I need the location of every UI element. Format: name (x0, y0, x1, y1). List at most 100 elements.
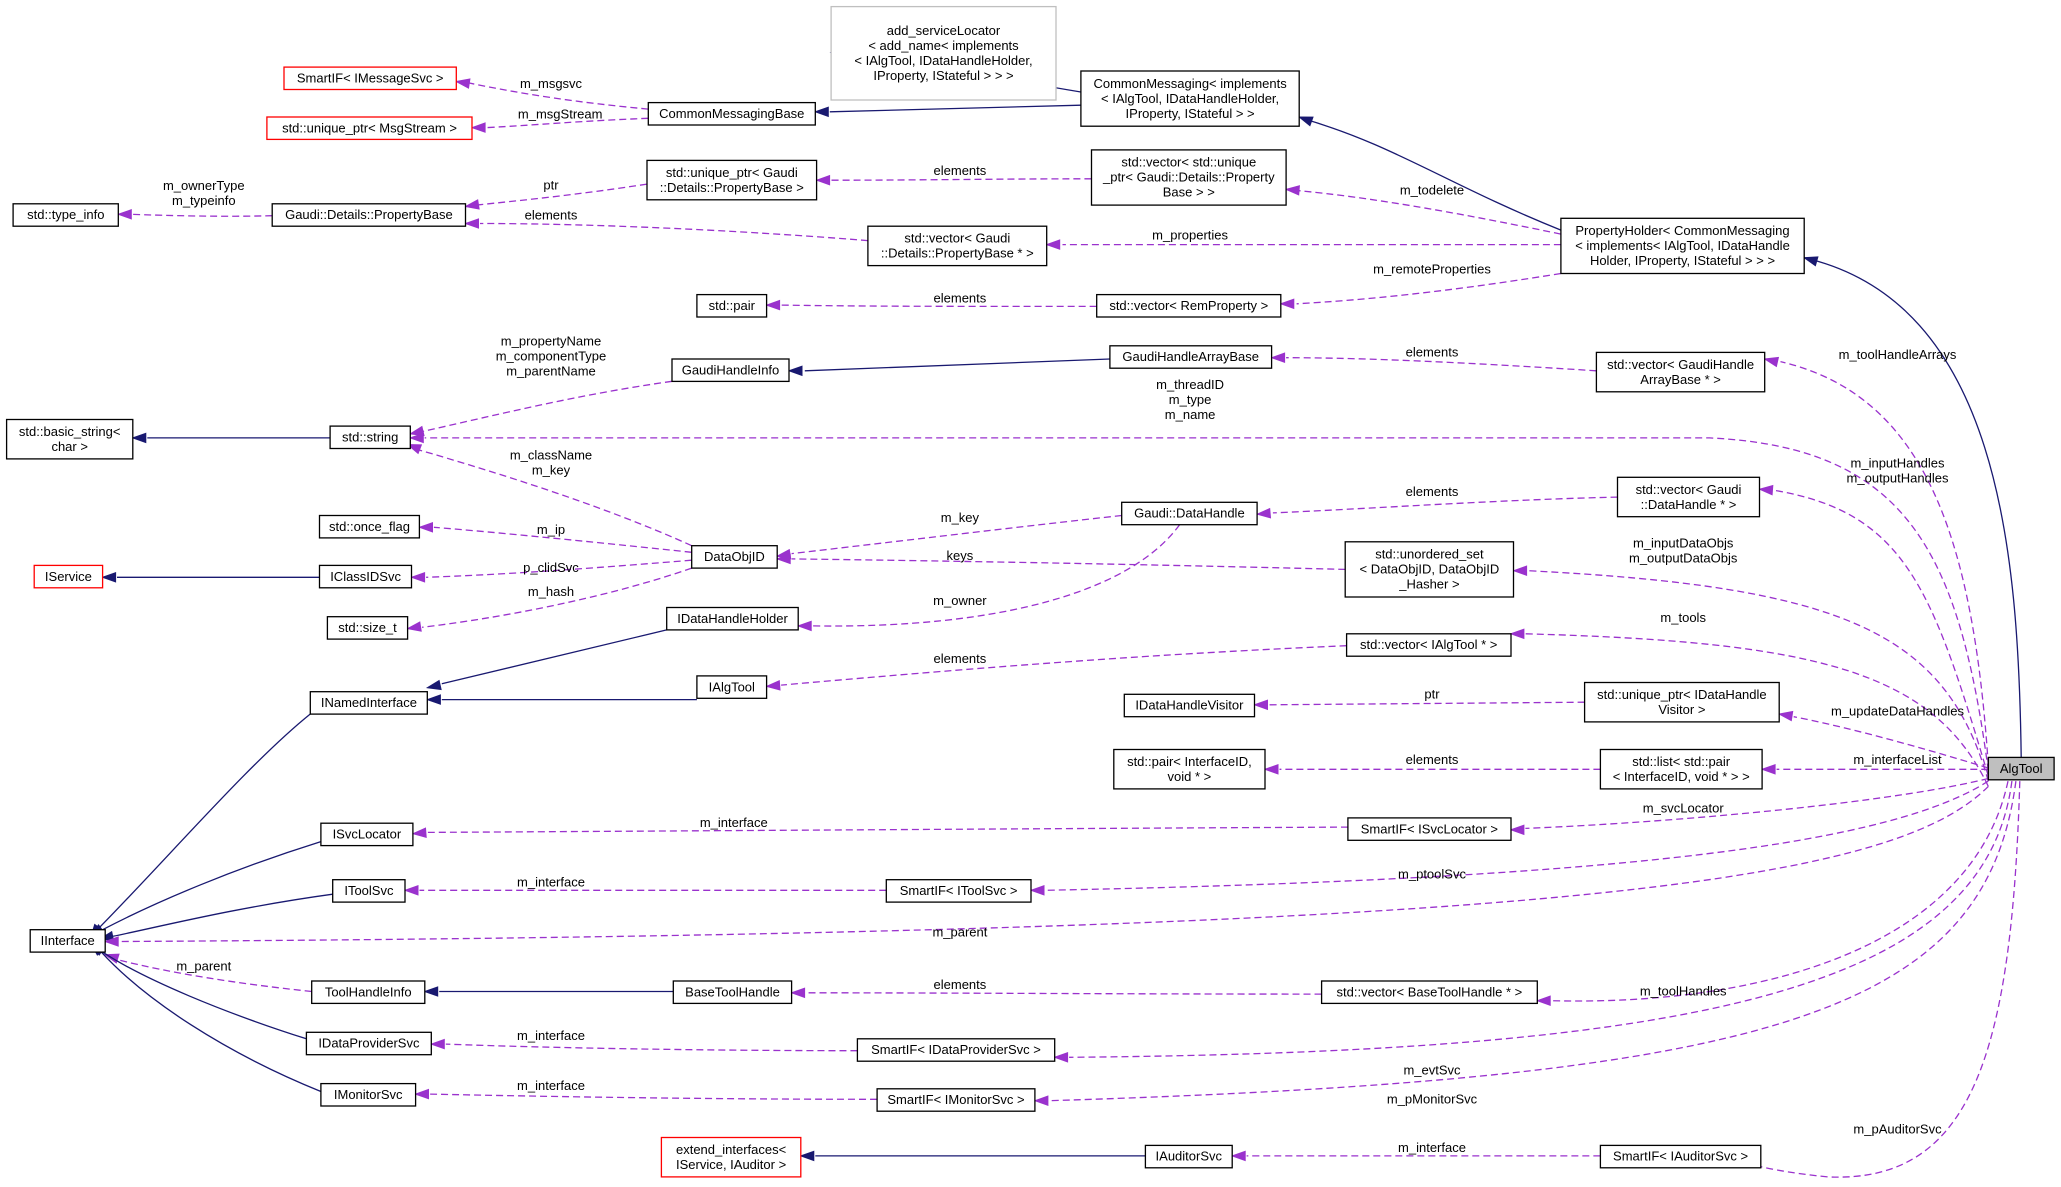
node-iservice[interactable]: IService (33, 564, 104, 589)
edge-label-line: m_interface (1398, 1140, 1466, 1155)
edge-label-m-todelete: m_todelete (1400, 183, 1464, 198)
edge-label-elements-pair: elements (934, 291, 987, 306)
node-vector-ialgtool[interactable]: std::vector< IAlgTool * > (1345, 633, 1512, 657)
edge-arrowhead (425, 679, 442, 691)
node-gaudihandlearraybase[interactable]: GaudiHandleArrayBase (1109, 345, 1273, 369)
node-label-line: std::vector< GaudiHandle (1607, 357, 1754, 372)
node-unique-ptr-idatahandlevisitor[interactable]: std::unique_ptr< IDataHandleVisitor > (1583, 681, 1780, 723)
usage-edge (1255, 496, 1618, 519)
edge-label-p-clidsvc: p_clidSvc (523, 560, 579, 575)
inheritance-edge (1297, 116, 1562, 231)
node-vector-datahandle[interactable]: std::vector< Gaudi::DataHandle * > (1616, 476, 1761, 518)
edge-label-m-parent-thinfo: m_parent (176, 959, 231, 974)
usage-edge (408, 432, 1989, 771)
node-idatahandlevisitor[interactable]: IDataHandleVisitor (1123, 693, 1256, 718)
edge-arrowhead (470, 122, 486, 133)
edge-label-m-interface-dataprov: m_interface (517, 1028, 585, 1043)
node-unordered-set-dataobjid[interactable]: std::unordered_set< DataObjID, DataObjID… (1344, 541, 1515, 598)
node-label-line: GaudiHandleArrayBase (1122, 349, 1259, 364)
node-std-size-t[interactable]: std::size_t (326, 616, 409, 640)
edge-label-line: elements (525, 208, 578, 223)
node-list-pair-interfaceid[interactable]: std::list< std::pair< InterfaceID, void … (1599, 748, 1763, 790)
node-smartif-imonitorsvc[interactable]: SmartIF< IMonitorSvc > (876, 1088, 1036, 1112)
node-smartif-iauditorsvc[interactable]: SmartIF< IAuditorSvc > (1599, 1144, 1762, 1169)
node-toolhandleinfo[interactable]: ToolHandleInfo (311, 980, 426, 1005)
node-std-type-info[interactable]: std::type_info (12, 203, 119, 227)
node-iauditorsvc[interactable]: IAuditorSvc (1144, 1144, 1233, 1169)
node-extend-interfaces[interactable]: extend_interfaces<IService, IAuditor > (660, 1136, 802, 1178)
edge-arrowhead (1053, 1051, 1069, 1063)
usage-edge (406, 443, 692, 547)
node-isvclocator[interactable]: ISvcLocator (320, 822, 414, 847)
node-itoolsvc[interactable]: IToolSvc (332, 879, 406, 903)
node-pair-interfaceid[interactable]: std::pair< InterfaceID,void * > (1113, 748, 1266, 790)
edge-label-m-remoteproperties: m_remoteProperties (1373, 262, 1491, 277)
node-vector-unique-ptr-propertybase[interactable]: std::vector< std::unique_ptr< Gaudi::Det… (1090, 149, 1287, 206)
node-vector-remproperty[interactable]: std::vector< RemProperty > (1096, 293, 1282, 318)
node-label-line: AlgTool (2000, 761, 2043, 776)
node-idataprovidersvc[interactable]: IDataProviderSvc (305, 1031, 432, 1056)
edge-arrowhead (103, 936, 119, 947)
node-label-line: CommonMessagingBase (659, 106, 804, 121)
node-label-line: IDataHandleHolder (677, 611, 788, 626)
usage-edge (1535, 780, 2009, 1007)
edge-label-line: m_typeinfo (172, 193, 236, 208)
node-std-pair[interactable]: std::pair (696, 293, 768, 318)
node-smartif-idataprovidersvc[interactable]: SmartIF< IDataProviderSvc > (856, 1038, 1056, 1062)
node-unique-ptr-propertybase[interactable]: std::unique_ptr< Gaudi::Details::Propert… (646, 159, 818, 201)
node-gaudihandleinfo[interactable]: GaudiHandleInfo (671, 358, 790, 383)
node-gaudi-datahandle[interactable]: Gaudi::DataHandle (1121, 501, 1258, 526)
node-iinterface[interactable]: IInterface (29, 929, 106, 953)
node-vector-basetoolhandle[interactable]: std::vector< BaseToolHandle * > (1320, 980, 1538, 1005)
edge-label-line: m_parentName (506, 363, 596, 378)
node-iclassidsvc[interactable]: IClassIDSvc (318, 564, 413, 589)
node-vector-propertybase-ptr[interactable]: std::vector< Gaudi::Details::PropertyBas… (867, 225, 1048, 267)
edge-arrowhead (423, 986, 439, 997)
edge-label-m-parent-algtool: m_parent (932, 924, 987, 939)
node-ialgtool[interactable]: IAlgTool (696, 675, 768, 699)
node-smartif-itoolsvc[interactable]: SmartIF< IToolSvc > (885, 879, 1032, 903)
edge-arrowhead (1297, 116, 1314, 127)
node-smartif-isvclocator[interactable]: SmartIF< ISvcLocator > (1347, 817, 1512, 841)
node-inamedinterface[interactable]: INamedInterface (309, 691, 428, 715)
node-std-once-flag[interactable]: std::once_flag (318, 514, 421, 539)
node-imonitorsvc[interactable]: IMonitorSvc (320, 1082, 417, 1107)
edge-label-line: m_outputDataObjs (1629, 551, 1738, 566)
node-label-line: IService (45, 569, 92, 584)
node-commonmessaging-implements[interactable]: CommonMessaging< implements< IAlgTool, I… (1080, 70, 1300, 127)
node-propertybase[interactable]: Gaudi::Details::PropertyBase (271, 203, 467, 227)
edge-arrowhead (464, 199, 480, 210)
node-vector-gaudihandlearraybase[interactable]: std::vector< GaudiHandleArrayBase * > (1595, 351, 1766, 393)
edge-label-line: elements (1406, 344, 1459, 359)
node-idatahandleholder[interactable]: IDataHandleHolder (666, 606, 799, 631)
node-propertyholder[interactable]: PropertyHolder< CommonMessaging< impleme… (1560, 217, 1805, 275)
node-commonmessagingbase[interactable]: CommonMessagingBase (647, 101, 816, 126)
edge-arrowhead (1279, 298, 1295, 310)
edge-label-line: m_key (941, 510, 980, 525)
edge-label-elements-ialg: elements (934, 651, 987, 666)
node-std-string[interactable]: std::string (329, 425, 411, 450)
node-label-line: INamedInterface (321, 695, 417, 710)
edge-label-line: m_interface (700, 815, 768, 830)
edge-arrowhead (406, 621, 422, 632)
inheritance-edge (425, 694, 697, 705)
node-add-servicelocator[interactable]: add_serviceLocator< add_name< implements… (830, 5, 1057, 101)
node-label-line: Visitor > (1658, 702, 1705, 717)
usage-edge (1253, 699, 1585, 711)
node-label-line: std::string (342, 429, 398, 444)
node-unique-ptr-msgstream[interactable]: std::unique_ptr< MsgStream > (266, 116, 473, 141)
usage-edge (116, 208, 273, 220)
edge-label-line: m_pMonitorSvc (1387, 1091, 1478, 1106)
edge-label-line: m_todelete (1400, 183, 1464, 198)
edge-arrowhead (790, 987, 806, 999)
node-smartif-imessagesvc[interactable]: SmartIF< IMessageSvc > (283, 66, 457, 91)
usage-edge (1509, 777, 1989, 836)
usage-edge (1512, 565, 1989, 782)
edge-label-line: m_name (1165, 407, 1216, 422)
node-std-basic-string[interactable]: std::basic_string<char > (5, 418, 134, 460)
edge-arrowhead (1763, 356, 1780, 368)
node-algtool[interactable]: AlgTool (1987, 756, 2055, 781)
node-dataobjid[interactable]: DataObjID (691, 545, 778, 569)
node-basetoolhandle[interactable]: BaseToolHandle (672, 980, 793, 1005)
